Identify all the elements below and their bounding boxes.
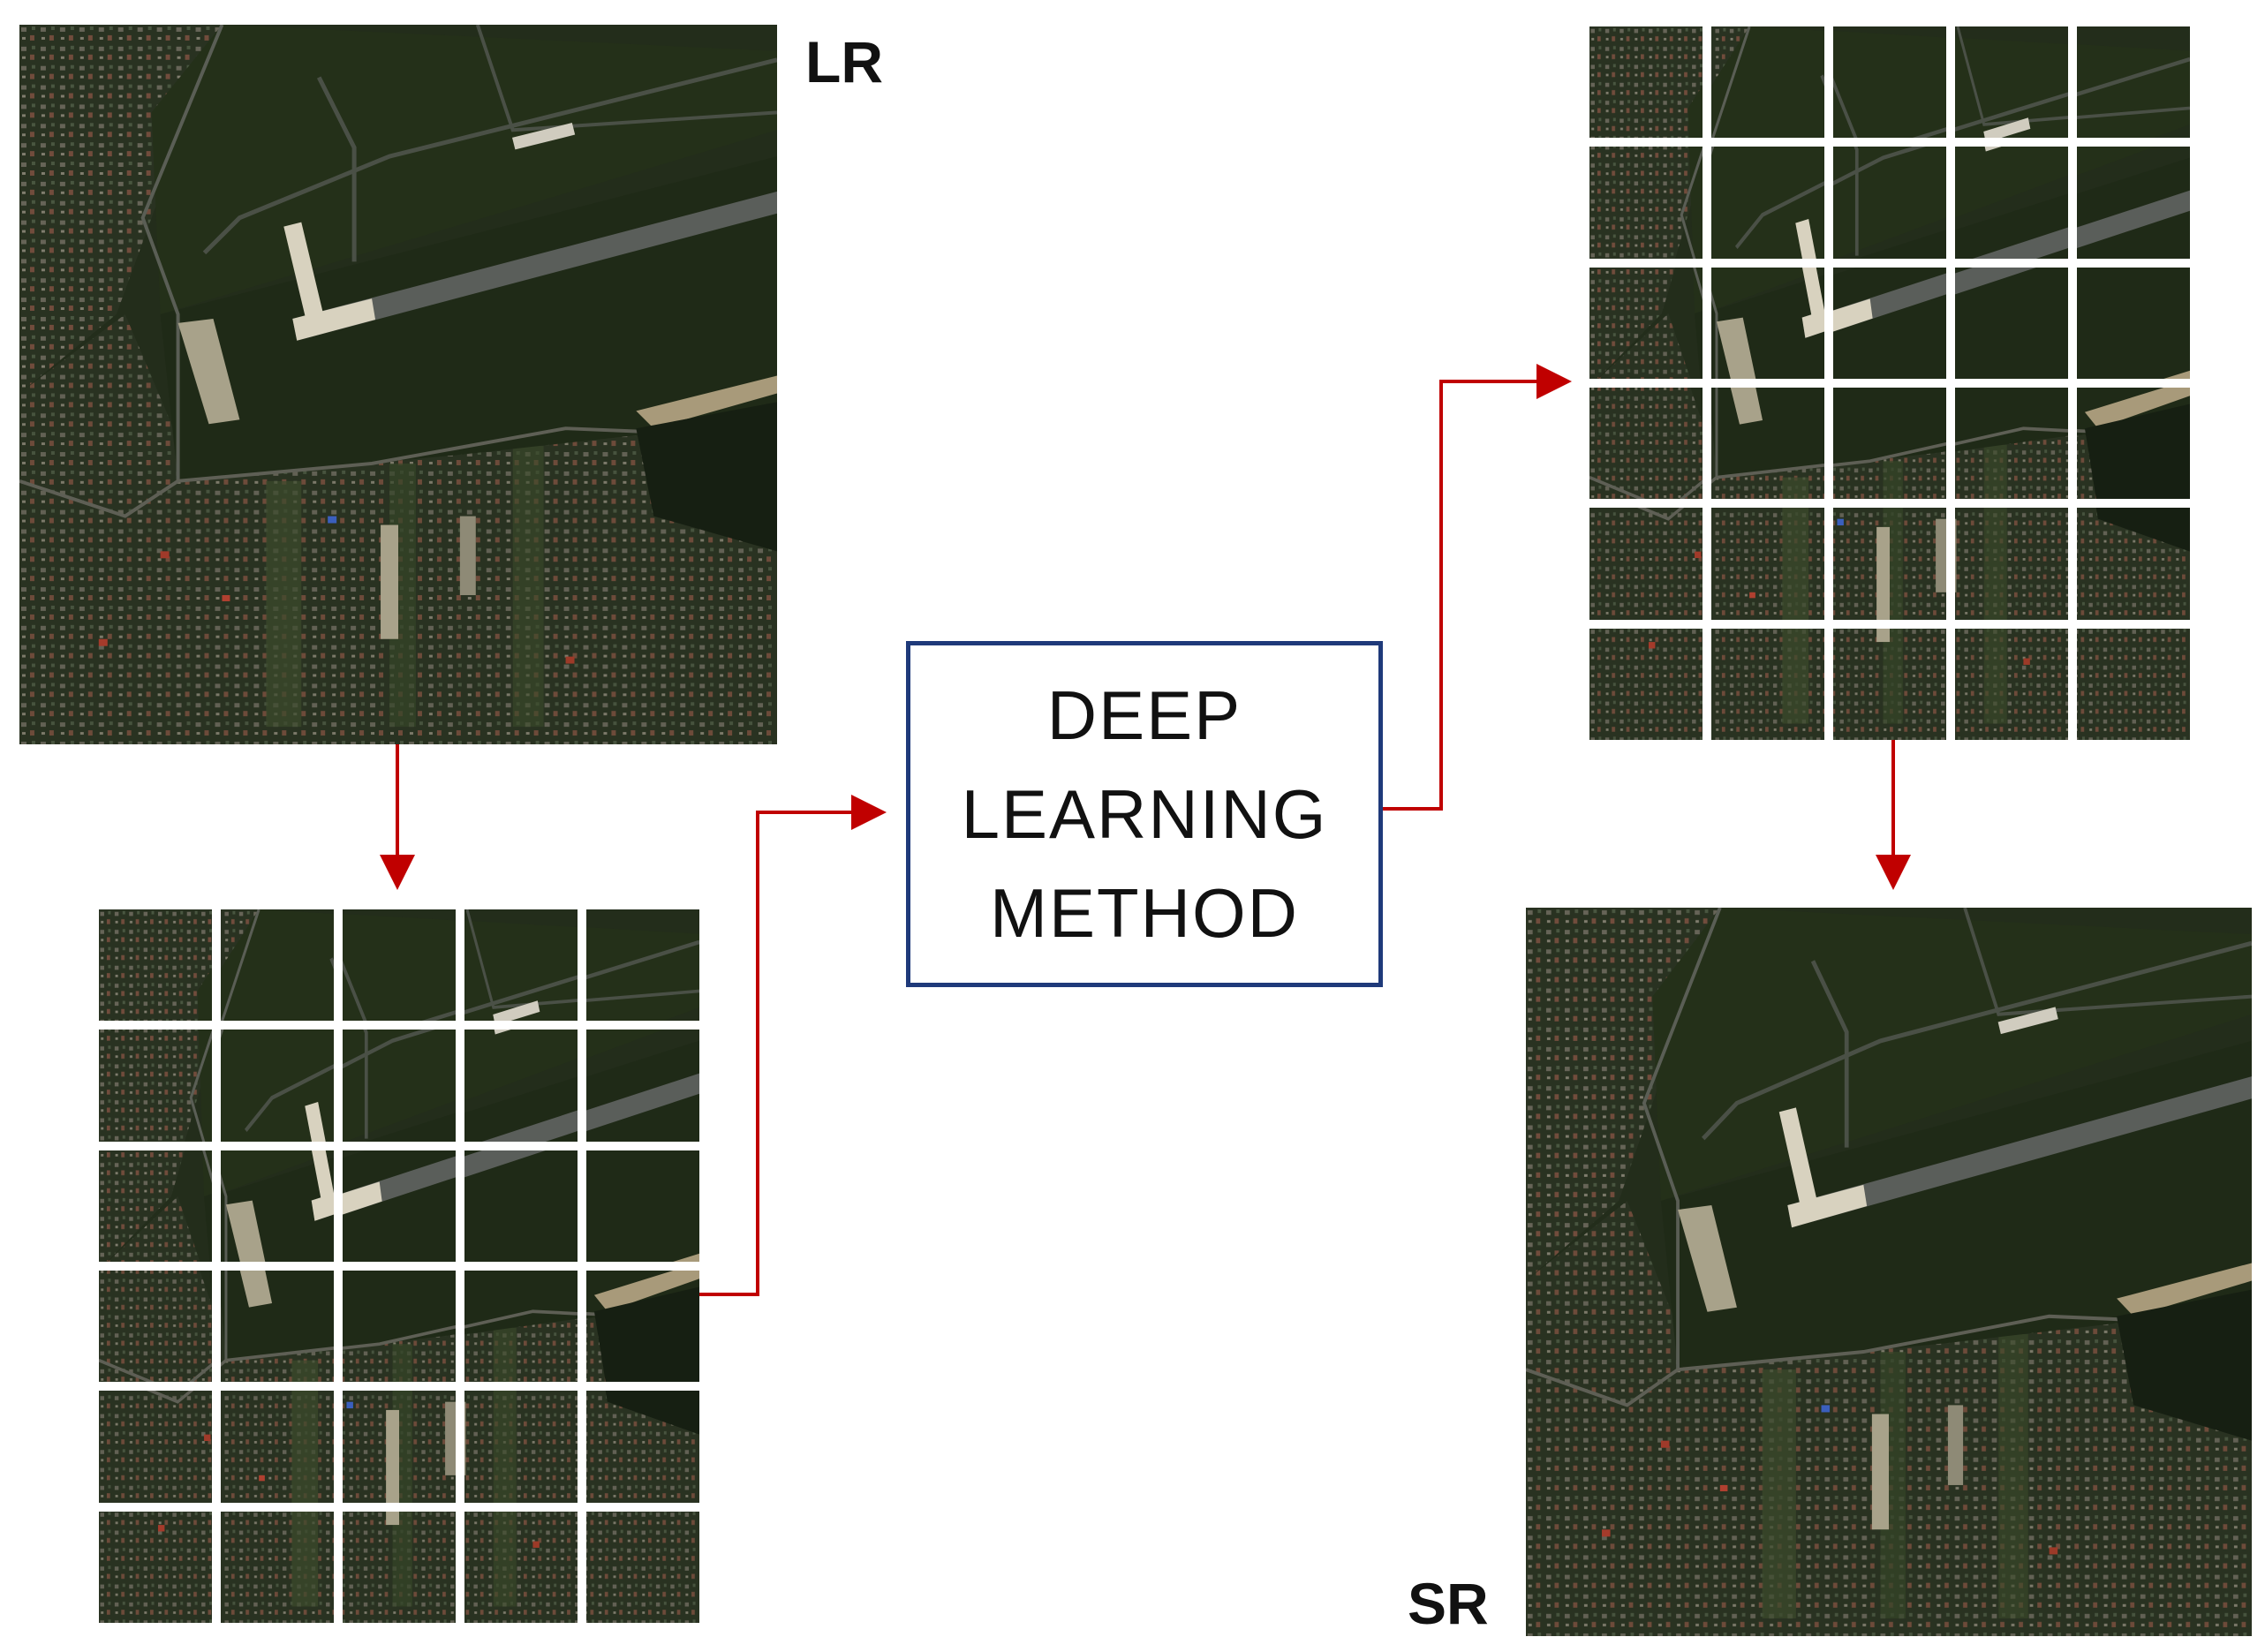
image-patch <box>1589 26 1703 138</box>
image-patch <box>586 1271 699 1382</box>
image-patch <box>586 1391 699 1502</box>
image-patch <box>221 1150 334 1262</box>
method-line-3: METHOD <box>990 874 1299 952</box>
image-patch <box>1955 508 2068 619</box>
image-patch <box>586 1030 699 1141</box>
image-patch <box>99 1271 212 1382</box>
image-patch <box>1711 388 1824 499</box>
deep-learning-method-box: DEEP LEARNING METHOD <box>906 641 1383 987</box>
image-patch <box>464 1030 578 1141</box>
method-line-1: DEEP <box>1046 676 1242 754</box>
image-patch <box>1955 268 2068 379</box>
image-patch <box>1955 26 2068 138</box>
image-patch <box>464 1150 578 1262</box>
image-patch <box>464 1512 578 1623</box>
image-patch <box>221 1512 334 1623</box>
image-patch <box>343 909 456 1021</box>
image-patch <box>343 1030 456 1141</box>
image-patch <box>1833 629 1946 740</box>
image-patch <box>1711 268 1824 379</box>
image-patch <box>1711 629 1824 740</box>
image-patch <box>1589 388 1703 499</box>
method-line-2: LEARNING <box>961 775 1328 853</box>
image-patch <box>1955 147 2068 258</box>
lr-label: LR <box>805 29 883 94</box>
image-patch <box>99 1512 212 1623</box>
image-patch <box>1589 508 1703 619</box>
image-patch <box>221 909 334 1021</box>
image-patch <box>99 1391 212 1502</box>
image-patch <box>99 1030 212 1141</box>
image-patch <box>1711 147 1824 258</box>
lr-patch-grid <box>99 909 699 1623</box>
image-patch <box>464 909 578 1021</box>
image-patch <box>1711 508 1824 619</box>
image-patch <box>1589 629 1703 740</box>
image-patch <box>464 1271 578 1382</box>
image-patch <box>2077 26 2190 138</box>
lr-image <box>19 25 777 744</box>
image-patch <box>1833 26 1946 138</box>
image-patch <box>1955 629 2068 740</box>
image-patch <box>221 1030 334 1141</box>
image-patch <box>464 1391 578 1502</box>
image-patch <box>1833 268 1946 379</box>
image-patch <box>343 1512 456 1623</box>
image-patch <box>343 1391 456 1502</box>
image-patch <box>2077 388 2190 499</box>
image-patch <box>1833 147 1946 258</box>
image-patch <box>2077 629 2190 740</box>
arrow-method-to-sr-grid <box>1383 364 1572 811</box>
sr-patch-grid <box>1589 26 2190 740</box>
image-patch <box>343 1271 456 1382</box>
image-patch <box>586 1512 699 1623</box>
image-patch <box>221 1391 334 1502</box>
image-patch <box>2077 268 2190 379</box>
sr-label: SR <box>1408 1571 1489 1636</box>
image-patch <box>1711 26 1824 138</box>
image-patch <box>1833 388 1946 499</box>
image-patch <box>1589 268 1703 379</box>
image-patch <box>586 1150 699 1262</box>
image-patch <box>221 1271 334 1382</box>
image-patch <box>1833 508 1946 619</box>
image-patch <box>2077 508 2190 619</box>
image-patch <box>99 909 212 1021</box>
image-patch <box>1955 388 2068 499</box>
image-patch <box>343 1150 456 1262</box>
image-patch <box>2077 147 2190 258</box>
image-patch <box>1589 147 1703 258</box>
arrow-grid-to-method <box>699 795 887 1296</box>
image-patch <box>99 1150 212 1262</box>
image-patch <box>586 909 699 1021</box>
sr-image <box>1526 908 2252 1636</box>
